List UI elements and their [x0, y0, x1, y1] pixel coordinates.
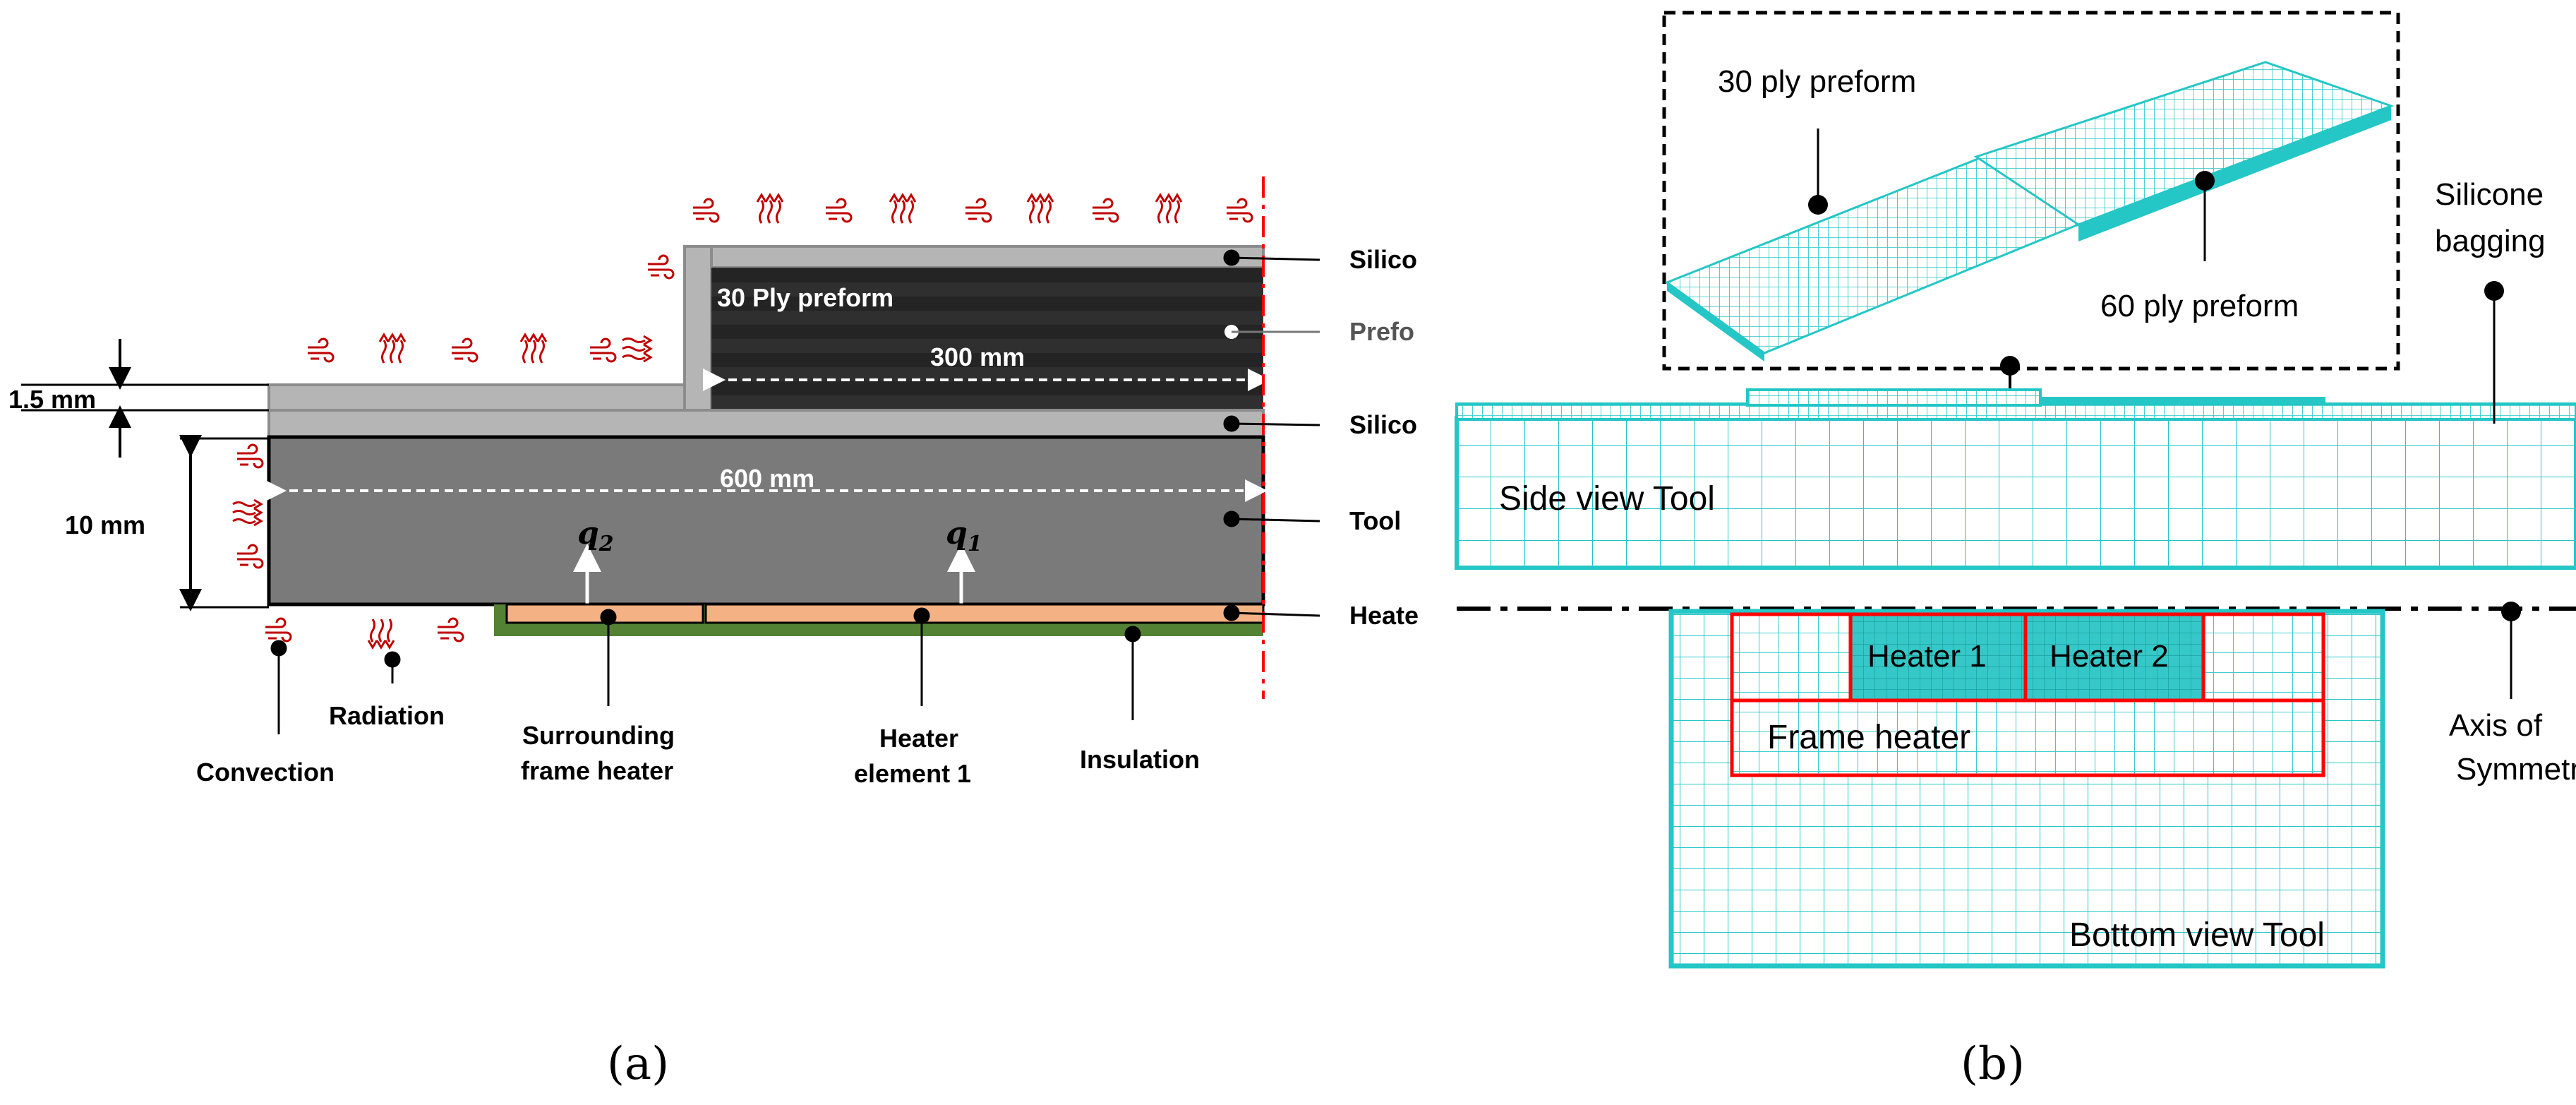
caption-a: (a) — [607, 1038, 669, 1090]
radiation-icon — [621, 335, 652, 363]
right-leaders — [1223, 249, 1320, 621]
radiation-icon — [889, 193, 917, 225]
side-view-silicone-step — [2040, 397, 2325, 405]
label-axis-2: Symmetry — [2456, 752, 2576, 787]
convection-icon — [1225, 198, 1253, 223]
silicone-bagging-bottom — [267, 409, 1265, 438]
preform-60-ply-edge — [2078, 106, 2391, 241]
silicone-bagging-step — [267, 383, 690, 412]
convection-icon — [964, 198, 992, 223]
dim-300-label: 300 mm — [930, 342, 1025, 371]
label-axis-1: Axis of — [2449, 708, 2543, 743]
preform-30-ply-edge — [1667, 282, 1764, 362]
convection-icon — [692, 198, 720, 223]
label-heater-element-1: Heater — [879, 724, 958, 753]
convection-icon — [236, 544, 264, 569]
label-silicone-2: bagging — [2435, 224, 2546, 258]
convection-icon — [450, 338, 479, 363]
radiation-icon — [756, 193, 784, 225]
label-frame-heater: Frame heater — [1767, 719, 1970, 756]
label-silicone-bottom: Silico — [1349, 410, 1417, 439]
convection-icon — [824, 198, 853, 223]
label-silicone-1: Silicone — [2435, 177, 2544, 212]
label-heater-1: Heater 1 — [1867, 639, 1987, 674]
label-radiation: Radiation — [329, 701, 445, 730]
label-frame-heater-2: frame heater — [521, 756, 673, 785]
inset-leader-dot — [2000, 356, 2020, 376]
preform-label: 30 Ply preform — [717, 283, 893, 312]
label-heater-element-2: element 1 — [854, 759, 971, 788]
silicone-bagging-side — [683, 245, 713, 412]
radiation-icon — [1155, 193, 1183, 225]
label-convection: Convection — [196, 758, 335, 787]
convection-icon — [436, 617, 464, 643]
label-30-ply: 30 ply preform — [1718, 64, 1916, 99]
convection-icon — [264, 617, 292, 643]
panel-b: 30 ply preform 60 ply preform Side view … — [1455, 11, 2576, 1090]
convection-icon — [236, 443, 264, 469]
label-tool: Tool — [1349, 506, 1401, 535]
label-side-view: Side view Tool — [1499, 480, 1715, 518]
label-heater-2: Heater 2 — [2050, 639, 2169, 674]
radiation-icon — [367, 618, 395, 649]
radiation-icon — [519, 333, 548, 364]
label-60-ply: 60 ply preform — [2100, 289, 2299, 323]
dim-tool-label: 10 mm — [65, 510, 145, 539]
label-insulation: Insulation — [1080, 745, 1200, 774]
q2-label: q2 — [577, 515, 614, 556]
bottom-leaders — [270, 607, 1141, 734]
side-view-preform — [1746, 388, 2042, 407]
caption-b: (b) — [1961, 1038, 2025, 1090]
convection-icon — [646, 254, 675, 280]
radiation-icon — [231, 498, 263, 527]
dim-thickness-label: 1.5 mm — [8, 385, 96, 414]
convection-icon — [306, 338, 335, 363]
label-bottom-view: Bottom view Tool — [2069, 916, 2325, 954]
q1-label: q1 — [946, 515, 982, 556]
panel-a: 30 Ply preform 300 mm 600 mm q2 q1 1.5 m… — [8, 177, 1419, 1090]
silicone-bagging-top — [683, 245, 1265, 269]
heater-2-region — [2023, 612, 2205, 703]
label-heater: Heate — [1349, 601, 1419, 630]
heater-element-1 — [704, 603, 1265, 624]
convection-icon — [589, 338, 617, 363]
label-frame-heater-1: Surrounding — [522, 721, 675, 750]
tool-block — [267, 435, 1265, 607]
label-preform: Prefo — [1349, 317, 1414, 346]
convection-icon — [1091, 198, 1119, 223]
side-view-tool — [1455, 416, 2576, 570]
dim-600-label: 600 mm — [720, 464, 814, 493]
label-silicone-top: Silico — [1349, 245, 1417, 274]
radiation-icon — [1026, 193, 1054, 225]
radiation-icon — [378, 333, 407, 364]
